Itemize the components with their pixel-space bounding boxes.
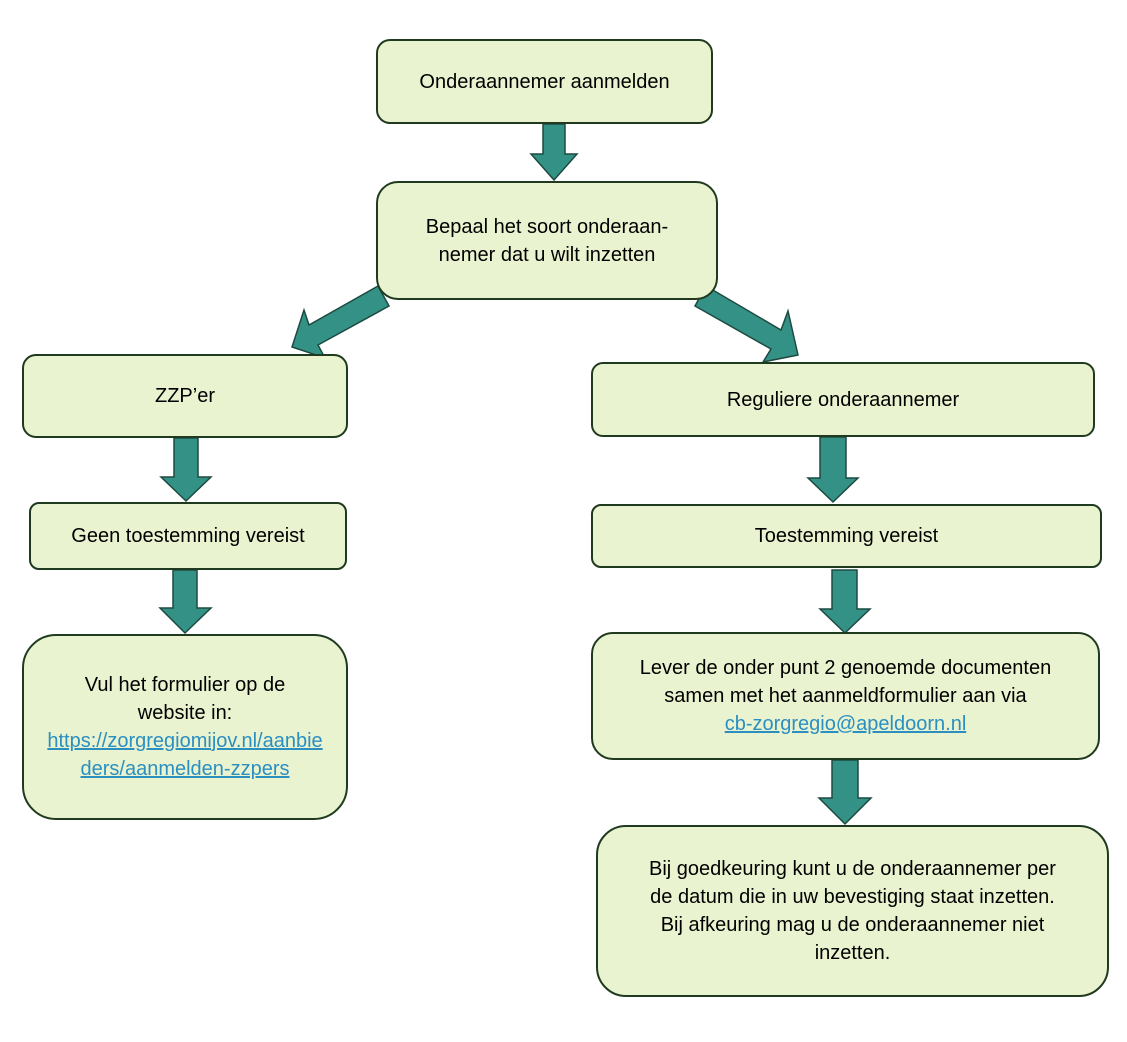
- approval-line-4: inzetten.: [814, 942, 891, 964]
- approval-node: Bij goedkeuring kunt u de onderaannemer …: [596, 825, 1109, 997]
- arrow-no-permission-to-form: [158, 569, 213, 635]
- email-link[interactable]: cb-zorgregio@apeldoorn.nl: [724, 713, 967, 735]
- fill-form-line-1: Vul het formulier op de: [84, 674, 286, 696]
- submit-docs-line-1: Lever de onder punt 2 genoemde documente…: [639, 657, 1052, 679]
- start-label: Onderaannemer aanmelden: [419, 70, 670, 93]
- no-permission-node: Geen toestemming vereist: [29, 502, 347, 570]
- start-node: Onderaannemer aanmelden: [376, 39, 713, 124]
- no-permission-label: Geen toestemming vereist: [71, 525, 305, 547]
- arrow-submit-to-approval: [817, 759, 873, 826]
- regular-node: Reguliere onderaannemer: [591, 362, 1095, 437]
- approval-line-2: de datum die in uw bevestiging staat inz…: [650, 886, 1055, 908]
- submit-docs-line-2: samen met het aanmeldformulier aan via: [664, 685, 1027, 707]
- determine-node: Bepaal het soort onderaan- nemer dat u w…: [376, 181, 718, 300]
- permission-label: Toestemming vereist: [754, 525, 939, 547]
- website-link[interactable]: https://zorgregiomijov.nl/aanbie ders/aa…: [47, 727, 322, 783]
- website-link-line-2[interactable]: ders/aanmelden-zzpers: [80, 758, 290, 780]
- submit-docs-node: Lever de onder punt 2 genoemde documente…: [591, 632, 1100, 760]
- website-link-line-1[interactable]: https://zorgregiomijov.nl/aanbie: [47, 730, 323, 752]
- arrow-determine-to-zzp: [291, 284, 391, 360]
- fill-form-node: Vul het formulier op de website in: http…: [22, 634, 348, 820]
- permission-node: Toestemming vereist: [591, 504, 1102, 568]
- arrow-start-to-determine: [529, 123, 579, 182]
- fill-form-line-2: website in:: [137, 702, 233, 724]
- approval-line-3: Bij afkeuring mag u de onderaannemer nie…: [660, 914, 1045, 936]
- zzp-node: ZZP’er: [22, 354, 348, 438]
- approval-line-1: Bij goedkeuring kunt u de onderaannemer …: [649, 858, 1056, 880]
- determine-line-2: nemer dat u wilt inzetten: [438, 243, 656, 266]
- arrow-determine-to-regular: [693, 284, 799, 364]
- arrow-permission-to-submit: [818, 569, 872, 635]
- arrow-zzp-to-no-permission: [159, 437, 213, 503]
- zzp-label: ZZP’er: [155, 385, 215, 407]
- regular-label: Reguliere onderaannemer: [726, 388, 960, 411]
- arrow-regular-to-permission: [806, 436, 860, 504]
- determine-line-1: Bepaal het soort onderaan-: [425, 215, 669, 238]
